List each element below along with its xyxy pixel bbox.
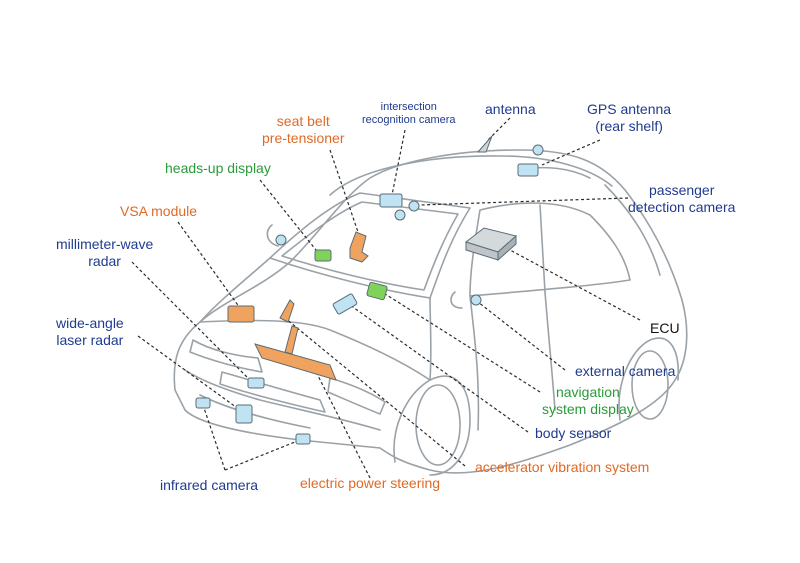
seat-belt-pretensioner bbox=[349, 231, 369, 263]
heads-up-display-box bbox=[314, 249, 332, 262]
label-wide-angle-laser-radar: wide-angle laser radar bbox=[56, 315, 124, 348]
mirror-camera-left bbox=[275, 234, 287, 246]
label-millimeter-wave-radar: millimeter-wave radar bbox=[56, 236, 154, 269]
label-external-camera: external camera bbox=[575, 363, 676, 379]
leader-vsa bbox=[177, 221, 241, 309]
mirror-camera-right bbox=[470, 294, 482, 306]
components bbox=[195, 135, 544, 445]
leader-power-steering bbox=[309, 359, 371, 479]
accelerator-pedal bbox=[279, 299, 295, 323]
intersection-camera-box bbox=[379, 193, 403, 208]
gps-antenna-box bbox=[517, 163, 539, 177]
label-accelerator-vibration: accelerator vibration system bbox=[475, 459, 650, 475]
label-heads-up-display: heads-up display bbox=[165, 160, 271, 176]
camera-dot-1 bbox=[394, 209, 406, 221]
leader-infrared-1 bbox=[203, 407, 226, 471]
leader-accelerator bbox=[284, 317, 466, 467]
label-intersection-camera: intersection recognition camera bbox=[362, 101, 456, 126]
leader-ecu bbox=[509, 249, 641, 321]
leader-seat-belt bbox=[329, 149, 359, 233]
body-sensor-box bbox=[332, 293, 358, 315]
navigation-display-box bbox=[366, 281, 388, 301]
laser-radar-box bbox=[235, 404, 253, 424]
vsa-module-box bbox=[227, 305, 255, 323]
label-vsa-module: VSA module bbox=[120, 203, 198, 219]
label-antenna: antenna bbox=[485, 101, 536, 117]
label-navigation-display: navigation system display bbox=[542, 384, 634, 417]
label-electric-power-steering: electric power steering bbox=[300, 475, 441, 491]
antenna-fin bbox=[476, 135, 493, 153]
label-ecu: ECU bbox=[650, 320, 680, 336]
leader-body-sensor bbox=[349, 304, 529, 433]
leader-heads-up bbox=[259, 179, 321, 256]
gps-antenna-dot bbox=[532, 144, 544, 156]
leader-laser-radar bbox=[137, 335, 241, 411]
leader-millimeter-radar bbox=[131, 261, 251, 381]
millimeter-radar-box bbox=[247, 377, 265, 389]
infrared-camera-2 bbox=[295, 433, 311, 445]
leader-navigation bbox=[381, 291, 541, 393]
leader-external-camera bbox=[477, 301, 566, 371]
leader-infrared-2 bbox=[224, 439, 301, 471]
camera-dot-2 bbox=[408, 200, 420, 212]
leader-lines bbox=[131, 117, 641, 479]
leader-intersection-camera bbox=[391, 129, 406, 196]
power-steering-rack bbox=[254, 343, 337, 381]
leader-passenger-camera bbox=[419, 197, 629, 206]
label-seat-belt: seat belt pre-tensioner bbox=[262, 113, 345, 146]
label-gps-antenna: GPS antenna (rear shelf) bbox=[587, 101, 672, 134]
label-body-sensor: body sensor bbox=[535, 425, 612, 441]
label-passenger-detection-camera: passenger detection camera bbox=[628, 182, 736, 215]
label-infrared-camera: infrared camera bbox=[160, 477, 259, 493]
infrared-camera-1 bbox=[195, 397, 211, 409]
